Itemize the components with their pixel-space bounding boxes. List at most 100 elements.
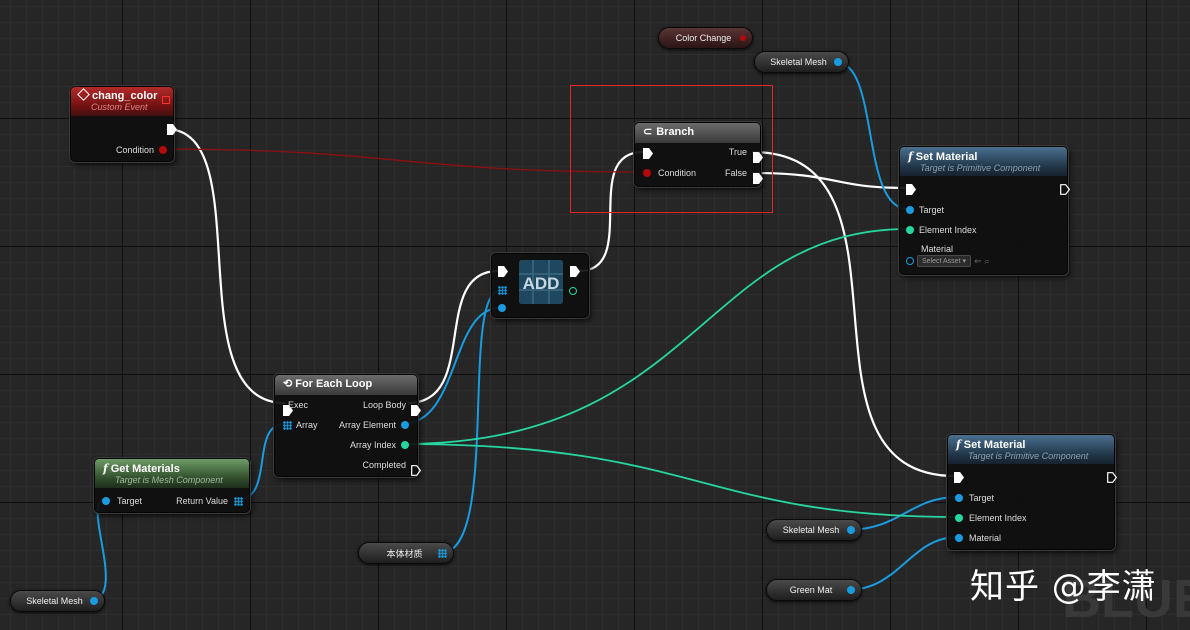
for-each-array-element-pin[interactable]: Array Element: [339, 420, 409, 430]
custom-event-condition-label: Condition: [115, 145, 154, 155]
branch-false-pin[interactable]: False: [724, 168, 763, 184]
for-each-array-index-pin[interactable]: Array Index: [350, 440, 409, 450]
object-pin-icon[interactable]: [847, 526, 855, 534]
event-diamond-icon: [77, 88, 90, 101]
object-pin-icon[interactable]: [906, 206, 914, 214]
function-icon: f: [956, 438, 961, 451]
set-material-bottom-target-label: Target: [969, 493, 995, 503]
function-icon: f: [103, 462, 108, 475]
object-pin-icon[interactable]: [955, 494, 963, 502]
use-asset-icon[interactable]: ⇐: [974, 255, 982, 266]
skeletal-mesh-label: Skeletal Mesh: [26, 596, 83, 606]
skeletal-mesh-label: Skeletal Mesh: [770, 57, 827, 67]
custom-event-title: chang_color: [92, 90, 158, 102]
set-material-bottom-element-index-label: Element Index: [969, 513, 1027, 523]
for-each-loop-node[interactable]: ⟲For Each Loop Exec Array Loop Body Arra…: [274, 374, 421, 477]
get-materials-return-value-pin[interactable]: Return Value: [176, 496, 243, 506]
add-item-pin[interactable]: [498, 304, 506, 312]
add-node-label: ADD: [522, 274, 560, 293]
boolean-pin-icon[interactable]: [740, 35, 746, 41]
green-mat-label: Green Mat: [789, 585, 833, 595]
set-material-bottom-material-pin[interactable]: Material: [955, 533, 1001, 543]
select-asset-dropdown[interactable]: Select Asset ▾: [917, 255, 971, 267]
exec-wire-false-to-setmaterial-top: [751, 171, 909, 190]
integer-pin-icon[interactable]: [569, 287, 577, 295]
for-each-completed-label: Completed: [362, 460, 406, 470]
set-material-bottom-target-pin[interactable]: Target: [955, 493, 994, 503]
set-material-top-title: Set Material: [915, 151, 978, 163]
object-pin-icon[interactable]: [906, 257, 914, 265]
set-material-bottom-title: Set Material: [963, 439, 1026, 451]
obj-wire-skeletalmesh-to-setmaterial-bottom: [846, 496, 959, 531]
object-pin-icon[interactable]: [834, 58, 842, 66]
obj-wire-skeletalmesh-top: [835, 61, 909, 210]
browse-search-icon[interactable]: ⌕: [984, 255, 990, 266]
branch-node[interactable]: ⊂Branch Condition True False: [634, 122, 763, 187]
for-each-loop-body-pin[interactable]: Loop Body: [363, 400, 421, 416]
for-each-exec-label: Exec: [288, 400, 309, 410]
set-material-bottom-subtitle: Target is Primitive Component: [968, 451, 1089, 461]
loop-icon: ⟲: [283, 378, 293, 390]
integer-pin-icon[interactable]: [401, 441, 409, 449]
array-pin-icon[interactable]: [498, 286, 507, 295]
array-pin-icon[interactable]: [438, 548, 447, 558]
exec-wire-loop-to-add: [407, 269, 499, 405]
custom-event-condition-pin[interactable]: Condition: [116, 145, 167, 155]
background-word: BLUE: [1062, 569, 1190, 629]
delegate-pin-icon[interactable]: [162, 96, 170, 104]
for-each-exec-in[interactable]: Exec: [283, 400, 309, 416]
skeletal-mesh-variable-bottom-right[interactable]: Skeletal Mesh: [766, 519, 862, 541]
set-material-top-material-pin[interactable]: Select Asset ▾ ⇐ ⌕: [906, 255, 990, 267]
array-pin-icon[interactable]: [234, 496, 243, 506]
custom-event-node[interactable]: chang_color Custom Event Condition: [70, 86, 177, 162]
set-material-top-target-label: Target: [919, 205, 945, 215]
object-pin-icon[interactable]: [955, 534, 963, 542]
array-pin-icon[interactable]: [283, 420, 292, 430]
for-each-array-index-label: Array Index: [349, 440, 396, 450]
exec-wire-event-to-loop: [165, 127, 286, 405]
custom-event-header: chang_color Custom Event: [71, 87, 173, 116]
boolean-pin-icon[interactable]: [643, 169, 651, 177]
skeletal-mesh-variable-bottom-left[interactable]: Skeletal Mesh: [10, 590, 105, 612]
object-pin-icon[interactable]: [90, 597, 98, 605]
get-materials-target-pin[interactable]: Target: [102, 496, 142, 506]
get-materials-target-label: Target: [117, 496, 143, 506]
add-index-out-pin[interactable]: [569, 287, 577, 295]
int-wire-index-to-setmaterial-bottom: [401, 443, 959, 518]
for-each-array-element-label: Array Element: [338, 420, 396, 430]
custom-event-subtitle: Custom Event: [91, 102, 148, 112]
branch-true-pin[interactable]: True: [729, 147, 763, 163]
branch-false-label: False: [724, 168, 747, 178]
add-array-pin[interactable]: [498, 286, 507, 295]
obj-wire-bodymaterial-to-add: [440, 290, 501, 554]
object-pin-icon[interactable]: [102, 497, 110, 505]
integer-pin-icon[interactable]: [955, 514, 963, 522]
get-materials-return-value-label: Return Value: [176, 496, 228, 506]
obj-wire-greenmat-to-setmaterial-bottom: [846, 536, 959, 591]
set-material-bottom-element-index-pin[interactable]: Element Index: [955, 513, 1027, 523]
branch-icon: ⊂: [643, 126, 653, 138]
add-node-icon: [519, 260, 563, 304]
branch-condition-label: Condition: [658, 168, 697, 178]
branch-header: ⊂Branch: [635, 123, 760, 143]
integer-pin-icon[interactable]: [906, 226, 914, 234]
object-pin-icon[interactable]: [401, 421, 409, 429]
color-change-variable[interactable]: Color Change: [658, 27, 753, 49]
skeletal-mesh-variable-top[interactable]: Skeletal Mesh: [754, 51, 849, 73]
boolean-pin-icon[interactable]: [159, 146, 167, 154]
set-material-top-element-index-pin[interactable]: Element Index: [906, 225, 977, 235]
branch-title: Branch: [656, 126, 695, 138]
for-each-array-pin[interactable]: Array: [283, 420, 318, 430]
set-material-top-target-pin[interactable]: Target: [906, 205, 944, 215]
body-material-variable[interactable]: 本体材质: [358, 542, 454, 564]
green-mat-variable[interactable]: Green Mat: [766, 579, 862, 601]
object-pin-icon[interactable]: [498, 304, 506, 312]
object-pin-icon[interactable]: [847, 586, 855, 594]
for-each-completed-pin[interactable]: Completed: [362, 460, 421, 476]
branch-condition-pin[interactable]: Condition: [643, 168, 696, 178]
